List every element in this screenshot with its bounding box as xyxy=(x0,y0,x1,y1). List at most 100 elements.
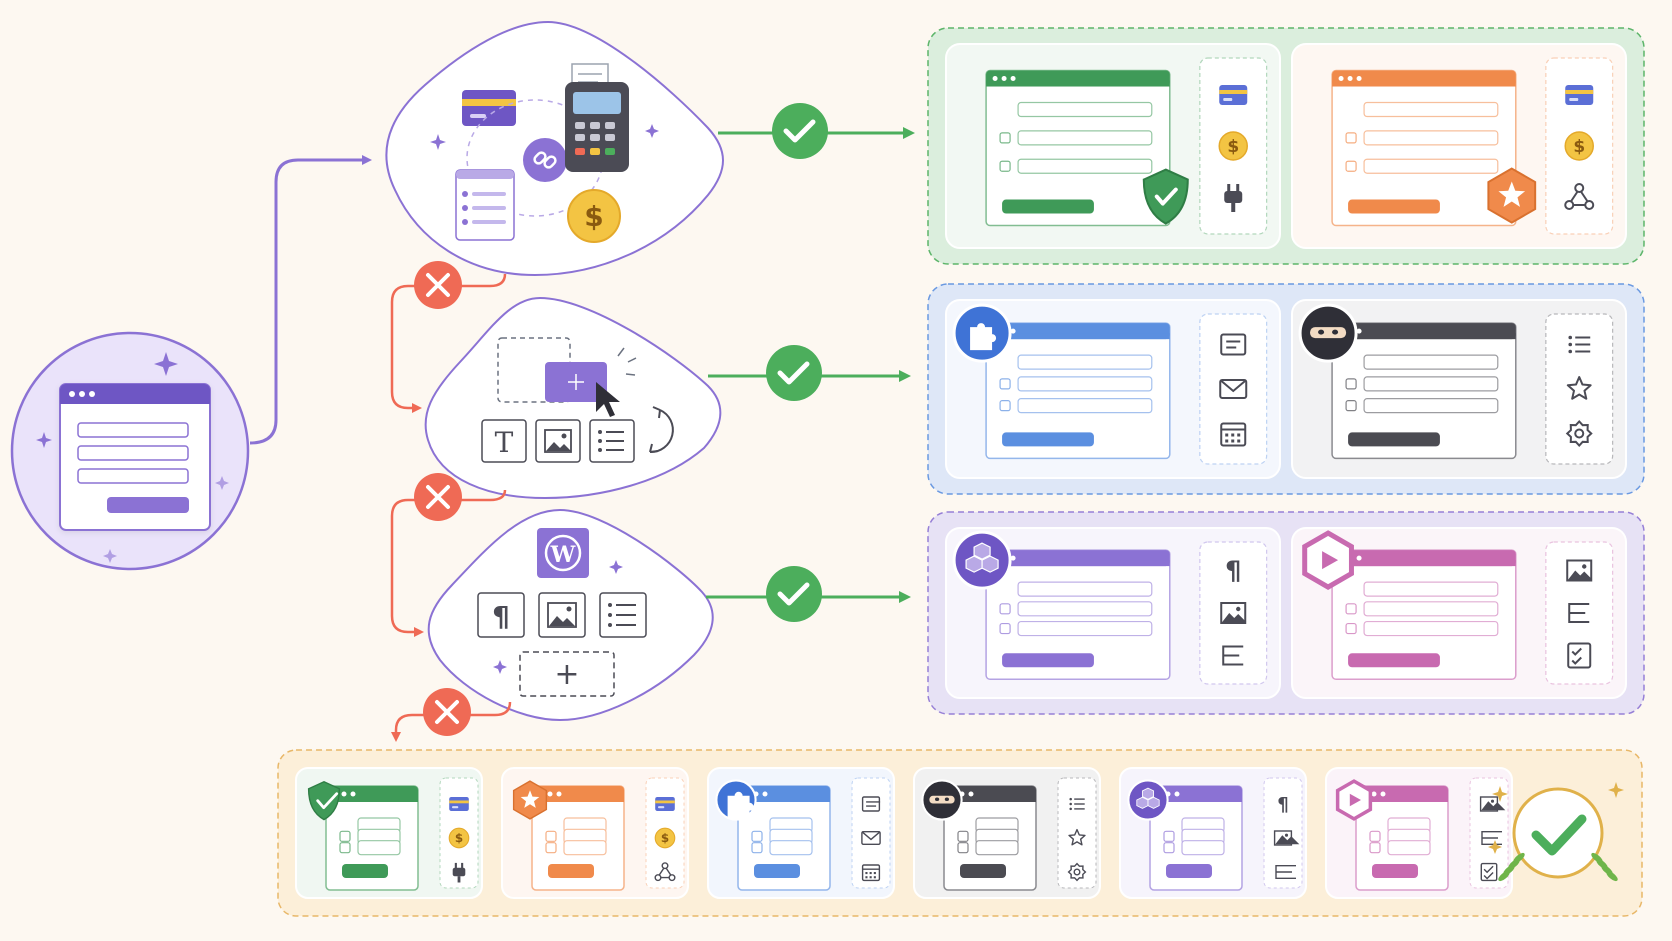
result-groups: $$¶ xyxy=(927,27,1645,715)
play-hexagon-icon xyxy=(1302,530,1354,590)
credit-card-icon xyxy=(1219,85,1248,105)
form-window xyxy=(1355,785,1449,891)
dollar-coin-icon: $ xyxy=(448,827,470,849)
summary-card xyxy=(1325,767,1513,899)
success-check-icon xyxy=(1512,787,1604,879)
stage-builder: T xyxy=(424,296,722,500)
sparkle-icon xyxy=(430,124,659,150)
svg-text:T: T xyxy=(495,426,514,459)
align-icon xyxy=(1481,831,1502,845)
payment-terminal-icon xyxy=(565,63,629,172)
payments-fail-arrow xyxy=(390,261,507,413)
mail-icon xyxy=(1219,379,1248,399)
svg-text:¶: ¶ xyxy=(492,600,510,633)
summary-card: $ xyxy=(501,767,689,899)
calendar-icon xyxy=(1220,422,1247,447)
builder-fail-arrow xyxy=(390,473,507,637)
paragraph-icon: ¶ xyxy=(1225,557,1242,587)
green-group: $$ xyxy=(927,27,1645,265)
form-window-icon xyxy=(59,383,211,531)
star-icon xyxy=(1068,828,1086,846)
wordpress-success-arrow xyxy=(706,566,911,622)
star-hexagon-icon xyxy=(512,780,548,820)
ninja-icon xyxy=(921,779,963,821)
form-window xyxy=(1331,322,1517,460)
image-block-icon xyxy=(538,592,586,638)
sparkle-icon xyxy=(1488,782,1624,854)
summary-panel: $ $ ¶ xyxy=(277,749,1643,917)
result-card: $ xyxy=(1291,43,1627,249)
form-icon xyxy=(1220,333,1247,356)
cubes-icon xyxy=(1127,779,1169,821)
link-icon xyxy=(523,138,567,182)
form-window xyxy=(1149,785,1243,891)
form-list-icon xyxy=(455,169,515,241)
shield-check-icon xyxy=(307,781,341,821)
wordpress-fail-arrow xyxy=(391,688,512,742)
result-card xyxy=(1291,299,1627,479)
svg-text:¶: ¶ xyxy=(1277,794,1289,815)
webhook-icon xyxy=(1564,183,1595,210)
add-block-icon: + xyxy=(519,651,615,697)
align-icon xyxy=(1568,603,1590,623)
result-card: ¶ xyxy=(945,527,1281,699)
credit-card-icon xyxy=(462,90,516,126)
result-card xyxy=(1291,527,1627,699)
puzzle-icon xyxy=(715,779,757,821)
dollar-coin-icon: $ xyxy=(1218,131,1248,161)
summary-card xyxy=(913,767,1101,899)
list-icon xyxy=(1568,335,1591,354)
result-card xyxy=(945,299,1281,479)
paragraph-block-icon: ¶ xyxy=(477,592,525,638)
credit-card-icon xyxy=(449,797,469,811)
gear-icon xyxy=(1067,862,1087,882)
stage-wordpress: W ¶ + xyxy=(427,508,714,722)
list-block-icon xyxy=(589,419,635,463)
mail-icon xyxy=(861,831,881,846)
svg-text:W: W xyxy=(550,542,576,568)
form-window xyxy=(985,322,1171,460)
svg-text:$: $ xyxy=(661,831,669,845)
svg-text:$: $ xyxy=(455,831,463,845)
align-icon xyxy=(1222,645,1244,666)
list-icon xyxy=(1069,797,1085,811)
image-icon xyxy=(1220,602,1247,624)
purple-group: ¶ xyxy=(927,511,1645,715)
summary-card: $ xyxy=(295,767,483,899)
sparkle-icon xyxy=(493,560,623,674)
star-icon xyxy=(1566,376,1592,400)
sparkle-icon xyxy=(36,352,229,563)
list-block-icon xyxy=(599,592,647,638)
svg-text:$: $ xyxy=(1573,137,1585,157)
svg-text:$: $ xyxy=(1227,137,1239,157)
credit-card-icon xyxy=(1565,85,1594,105)
image-icon xyxy=(1273,830,1300,846)
form-window xyxy=(985,69,1171,227)
cursor-icon xyxy=(596,347,637,417)
start-to-payments-arrow xyxy=(249,155,372,445)
start-node xyxy=(10,331,250,571)
svg-text:$: $ xyxy=(584,200,603,233)
payments-success-arrow xyxy=(718,103,915,159)
form-window xyxy=(737,785,831,891)
play-hexagon-icon xyxy=(1335,779,1373,821)
form-window xyxy=(985,549,1171,681)
webhook-icon xyxy=(654,862,676,882)
rotate-icon xyxy=(649,406,674,454)
puzzle-icon xyxy=(952,303,1012,363)
wordpress-logo-icon: W xyxy=(537,528,589,578)
blue-group xyxy=(927,283,1645,495)
image-icon xyxy=(1566,559,1593,582)
dollar-coin-icon: $ xyxy=(654,827,676,849)
cubes-icon xyxy=(952,530,1012,590)
dollar-coin-icon: $ xyxy=(567,189,621,243)
shield-check-icon xyxy=(1142,168,1189,225)
checklist-icon xyxy=(1480,862,1498,882)
image-block-icon xyxy=(535,419,581,463)
form-window xyxy=(943,785,1037,891)
form-window xyxy=(1331,69,1517,227)
credit-card-icon xyxy=(655,797,675,811)
ninja-icon xyxy=(1298,303,1358,363)
stage-payments: $ xyxy=(385,20,724,277)
